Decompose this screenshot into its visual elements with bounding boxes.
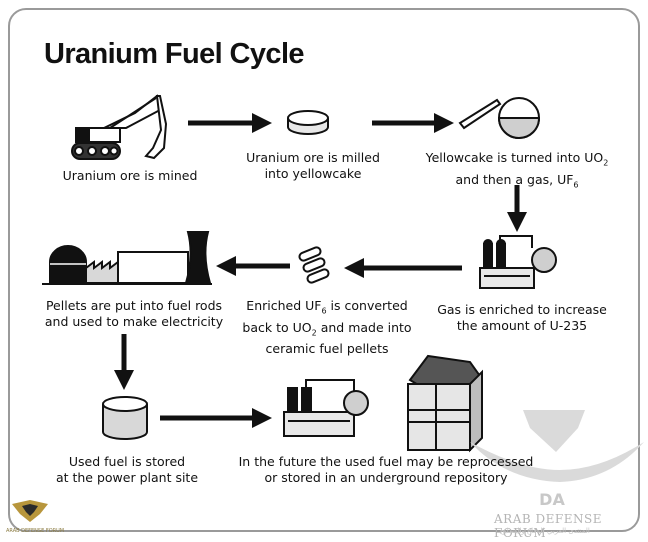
repository-crate-icon (407, 354, 483, 453)
watermark-initials: DA (539, 490, 565, 509)
caption-convert: Yellowcake is turned into UO2 and then a… (425, 150, 609, 189)
caption-enrich: Gas is enriched to increase the amount o… (437, 302, 607, 333)
caption-rods: Pellets are put into fuel rods and used … (44, 298, 224, 329)
corner-logo-text: ARAB DEFENSE FORUM (6, 528, 65, 534)
caption-future: In the future the used fuel may be repro… (238, 454, 534, 485)
enrichment-plant-icon (479, 235, 557, 289)
watermark-emblem: DA (470, 410, 644, 509)
reprocessing-plant-icon (283, 379, 369, 437)
excavator-icon (71, 94, 168, 160)
watermark-text: ARAB DEFENSE FORUM (494, 512, 602, 540)
yellowcake-disc-icon (287, 110, 329, 135)
caption-pellet: Enriched UF6 is converted back to UO2 an… (242, 298, 412, 356)
storage-cask-icon (102, 396, 148, 440)
power-plant-icon (42, 231, 212, 285)
caption-mill: Uranium ore is milled into yellowcake (246, 150, 380, 181)
caption-store: Used fuel is stored at the power plant s… (55, 454, 199, 485)
caption-mine: Uranium ore is mined (62, 168, 198, 183)
diagram-title: Uranium Fuel Cycle (44, 38, 305, 70)
fuel-pellets-icon (298, 246, 330, 284)
corner-logo (12, 500, 48, 522)
conversion-flask-icon (458, 97, 541, 139)
watermark-subtitle: المنتدى العربي للدفاع والتسليح (500, 527, 590, 535)
